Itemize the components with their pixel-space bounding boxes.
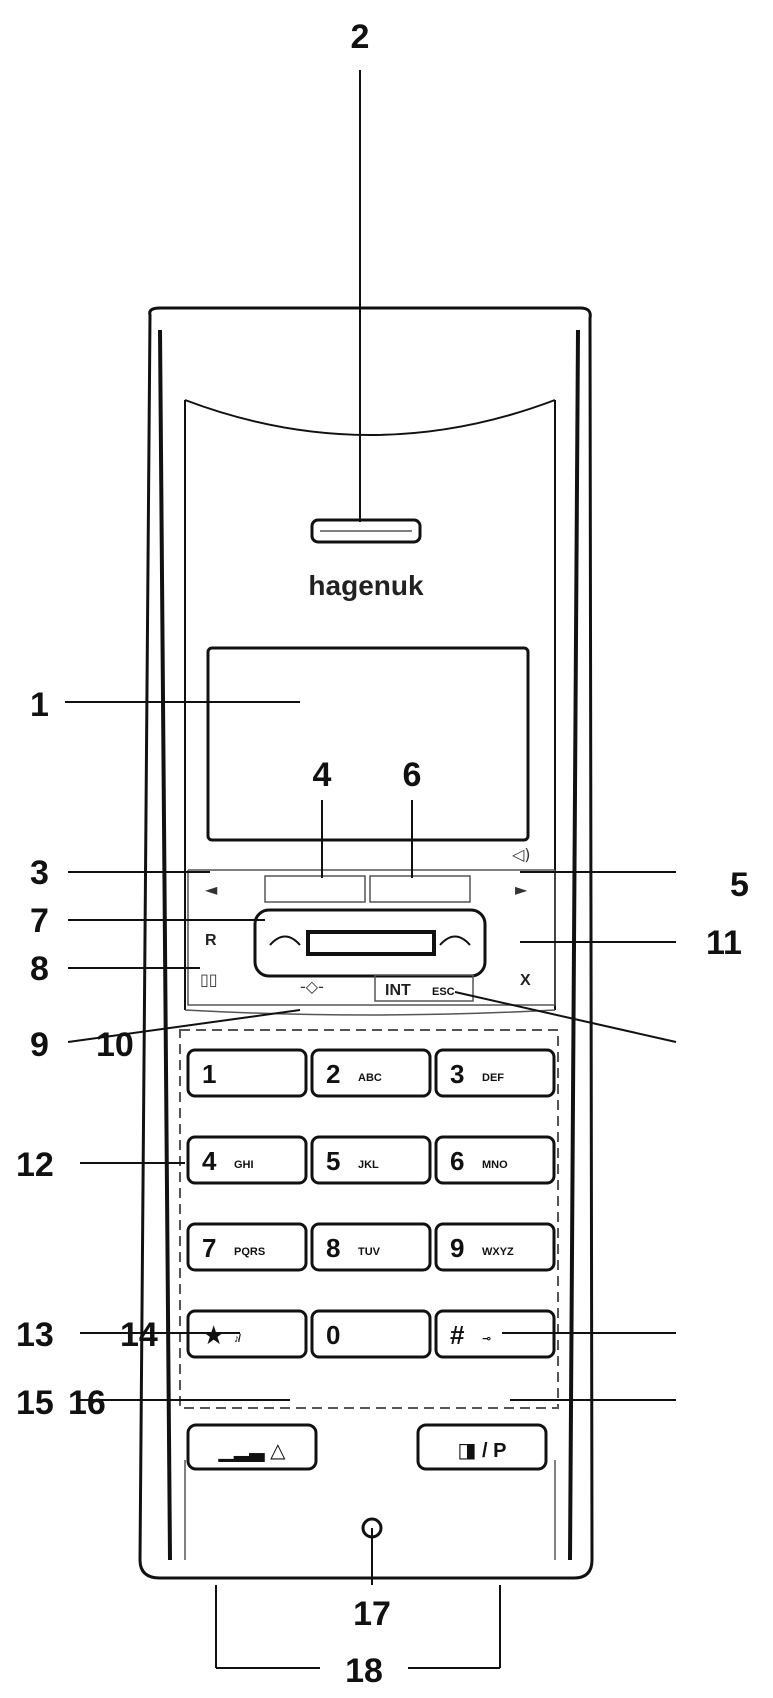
keypad-key-shape[interactable] xyxy=(186,1135,308,1185)
keypad-key[interactable]: #⊸ xyxy=(434,1309,556,1359)
keypad-key-number: 3 xyxy=(450,1059,464,1089)
volume-ringer-key-label: ▁▂▃ △ xyxy=(217,1440,286,1462)
callout-18: 18 xyxy=(345,1652,383,1690)
x-key-label[interactable]: X xyxy=(520,972,531,989)
keypad-key-number: 8 xyxy=(326,1233,340,1263)
earpiece xyxy=(310,518,422,544)
leader-lines xyxy=(65,70,677,1669)
keypad-key-number: 5 xyxy=(326,1146,340,1176)
int-key[interactable] xyxy=(374,974,474,1002)
callout-1: 1 xyxy=(30,686,49,724)
callout-12: 12 xyxy=(16,1146,54,1184)
keypad-key-number: 2 xyxy=(326,1059,340,1089)
keypad-key-shape[interactable] xyxy=(310,1135,432,1185)
keypad-key[interactable]: 1 xyxy=(186,1048,308,1098)
keypad-key[interactable]: 8 TUV xyxy=(310,1222,432,1272)
bottom-keys: ▁▂▃ △ ◨ / P xyxy=(186,1423,548,1471)
keypad-key[interactable]: 6 MNO xyxy=(434,1135,556,1185)
keypad-key-number: 4 xyxy=(202,1146,217,1176)
keypad-key-letters: ⊸ xyxy=(482,1333,491,1345)
keypad-key-number: ★ xyxy=(202,1320,225,1350)
callout-8: 8 xyxy=(30,950,49,988)
keypad-key-letters: TUV xyxy=(358,1246,381,1258)
off-hook-icon xyxy=(269,935,301,946)
keypad-key-letters: MNO xyxy=(482,1159,508,1171)
keypad-key-letters: PQRS xyxy=(234,1246,265,1258)
callout-9: 9 xyxy=(30,1026,49,1064)
callout-5: 5 xyxy=(730,866,749,904)
speaker-icon: ◁) xyxy=(511,845,531,864)
keypad-key-shape[interactable] xyxy=(434,1048,556,1098)
keypad-key-letters: ABC xyxy=(358,1072,382,1084)
keypad-boundary xyxy=(179,1029,559,1409)
keypad-key[interactable]: 9 WXYZ xyxy=(434,1222,556,1272)
keypad-key-shape[interactable] xyxy=(434,1222,556,1272)
int-key-label: INT xyxy=(385,982,411,999)
keypad-key-shape[interactable] xyxy=(186,1048,308,1098)
keypad-key-number: 0 xyxy=(326,1320,340,1350)
keypad-key-shape[interactable] xyxy=(186,1222,308,1272)
callout-14: 14 xyxy=(120,1316,158,1354)
r-key-label[interactable]: R xyxy=(205,932,217,949)
keypad-key[interactable]: 7 PQRS xyxy=(186,1222,308,1272)
brand-logo: hagenuk xyxy=(308,570,424,601)
left-arrow-icon[interactable]: ◄ xyxy=(205,880,218,899)
callout-13: 13 xyxy=(16,1316,54,1354)
menu-icon[interactable]: -◇- xyxy=(300,977,324,996)
keypad-key-shape[interactable] xyxy=(434,1135,556,1185)
keypad-key[interactable]: 2 ABC xyxy=(310,1048,432,1098)
callout-3: 3 xyxy=(30,854,49,892)
keypad-key-letters: DEF xyxy=(482,1072,504,1084)
keypad-key[interactable]: 0 xyxy=(310,1309,432,1359)
callout-11: 11 xyxy=(706,924,742,962)
callout-6: 6 xyxy=(403,756,422,794)
keypad-key[interactable]: 3 DEF xyxy=(434,1048,556,1098)
callout-16: 16 xyxy=(68,1384,106,1422)
int-key-sub: ESC xyxy=(432,986,455,998)
keypad-key[interactable]: 5 JKL xyxy=(310,1135,432,1185)
right-arrow-icon[interactable]: ► xyxy=(515,880,528,899)
softkey-left[interactable] xyxy=(264,875,366,903)
pause-key[interactable] xyxy=(416,1423,548,1471)
display-screen xyxy=(206,646,530,842)
keypad-key-letters: WXYZ xyxy=(482,1246,514,1258)
callout-17: 17 xyxy=(353,1595,391,1633)
keypad: 1 2 ABC 3 DEF 4 GHI 5 JKL 6 MNO 7 PQRS 8 TUV 9 WXYZ ★ ♪̸ 0 #… xyxy=(179,1029,559,1409)
on-hook-icon xyxy=(439,935,471,946)
keypad-key[interactable]: 4 GHI xyxy=(186,1135,308,1185)
softkey-right[interactable] xyxy=(369,875,471,903)
pause-key-label: ◨ / P xyxy=(458,1440,507,1462)
callout-2: 2 xyxy=(351,18,370,56)
keypad-key-shape[interactable] xyxy=(310,1222,432,1272)
keypad-key-number: 1 xyxy=(202,1059,216,1089)
keypad-key-number: 7 xyxy=(202,1233,216,1263)
callout-7: 7 xyxy=(30,902,49,940)
keypad-key-letters: ♪̸ xyxy=(234,1333,242,1345)
talk-key[interactable] xyxy=(306,930,436,956)
callout-10: 10 xyxy=(96,1026,134,1064)
phonebook-icon[interactable]: ▯▯ xyxy=(200,970,218,989)
callout-15: 15 xyxy=(16,1384,54,1422)
keypad-key-number: # xyxy=(450,1320,465,1350)
navigation-block: ◄ ► ◁) R ▯▯ X -◇- INT ESC xyxy=(187,845,556,1006)
keypad-key-shape[interactable] xyxy=(310,1309,432,1359)
keypad-key-letters: GHI xyxy=(234,1159,254,1171)
callout-4: 4 xyxy=(313,756,332,794)
keypad-key-number: 9 xyxy=(450,1233,464,1263)
keypad-key-letters: JKL xyxy=(358,1159,379,1171)
callout-labels: 2 1 4 6 3 5 7 11 8 9 10 12 13 14 15 16 1… xyxy=(16,18,749,1690)
keypad-key-shape[interactable] xyxy=(310,1048,432,1098)
volume-ringer-key[interactable] xyxy=(186,1423,318,1471)
keypad-key-number: 6 xyxy=(450,1146,464,1176)
